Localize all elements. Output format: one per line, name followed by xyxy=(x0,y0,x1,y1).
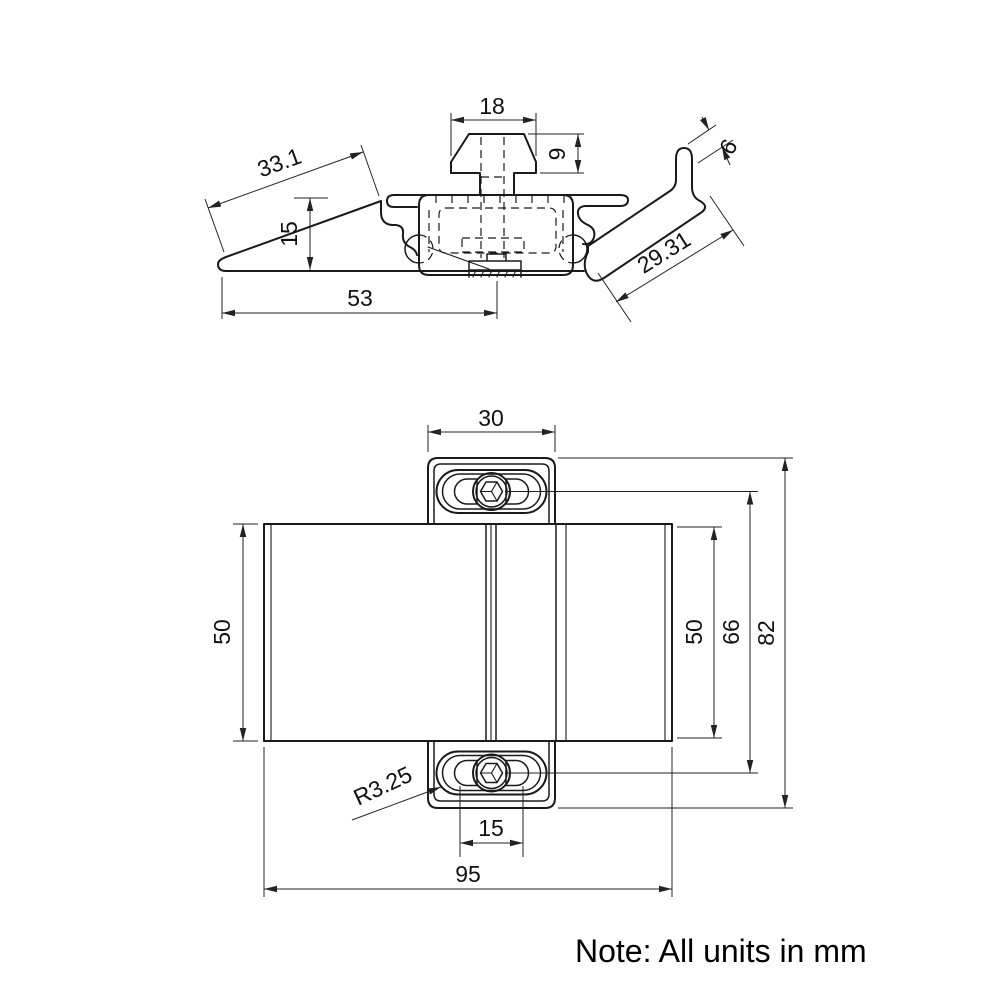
dim-tab-width: 30 xyxy=(427,405,556,452)
top-tab-inner xyxy=(433,463,550,525)
dimension-line xyxy=(721,146,731,166)
dim-label: 15 xyxy=(478,815,504,841)
dimension-line xyxy=(615,229,734,303)
dim-label: 50 xyxy=(209,619,235,645)
hidden-lines xyxy=(418,137,574,264)
top-tab-outline xyxy=(427,457,556,525)
left-pin xyxy=(404,234,420,264)
top-slot-inner xyxy=(441,473,542,510)
leader-line xyxy=(351,786,442,821)
dim-knob-height: 9 xyxy=(528,133,584,174)
bottom-tab-inner xyxy=(433,740,550,802)
bottom-screw-hex-spokes xyxy=(479,762,498,784)
latch-body-outline xyxy=(418,194,574,276)
top-flange xyxy=(386,194,629,246)
dim-screw-spacing: 66 xyxy=(505,491,758,774)
extension-line xyxy=(233,523,258,742)
dim-overall-height: 82 xyxy=(558,457,793,809)
bottom-tab-hatch xyxy=(472,269,517,278)
dim-label: 66 xyxy=(718,619,744,645)
front-view xyxy=(263,457,673,809)
top-slot-outer xyxy=(435,469,548,514)
extension-line xyxy=(528,133,584,174)
dim-overall-width: 95 xyxy=(263,747,673,897)
dim-label: 18 xyxy=(479,93,505,119)
dim-label: 53 xyxy=(347,285,373,311)
dimension-line xyxy=(207,151,364,209)
top-screw-hex-socket xyxy=(479,481,504,502)
dim-body-height-right: 50 xyxy=(677,526,722,739)
dimension-line xyxy=(699,116,710,131)
right-pin xyxy=(572,234,588,264)
bottom-slot-outer xyxy=(435,750,548,796)
hidden-cavity xyxy=(438,207,557,254)
dim-label: 29.31 xyxy=(632,226,695,279)
dim-label: 50 xyxy=(681,619,707,645)
top-slot-opening-left xyxy=(453,478,478,505)
dim-label: 82 xyxy=(753,620,779,646)
bottom-tab-outline xyxy=(427,740,556,809)
dim-label: 30 xyxy=(478,405,504,431)
top-screw-hex-spokes xyxy=(479,481,498,502)
right-arm xyxy=(583,147,706,282)
dim-arm-height: 15 xyxy=(276,197,328,270)
bottom-slot-opening-left xyxy=(453,759,478,787)
dim-label: R3.25 xyxy=(349,761,416,811)
top-slot-opening-right xyxy=(505,478,530,505)
extension-line xyxy=(505,491,758,774)
body-outline xyxy=(263,523,673,742)
extension-line xyxy=(687,124,734,164)
extension-line xyxy=(263,747,673,897)
units-note: Note: All units in mm xyxy=(575,933,867,969)
dim-knob-width: 18 xyxy=(450,93,537,156)
dim-base-length: 53 xyxy=(221,277,498,319)
left-arm-hook xyxy=(380,200,418,256)
internal-line xyxy=(427,246,490,270)
dim-label: 6 xyxy=(714,134,743,159)
dim-slot-length: 15 xyxy=(459,786,524,857)
side-profile-view xyxy=(217,133,706,282)
dim-label: 9 xyxy=(544,148,570,161)
hidden-detail xyxy=(461,237,525,253)
dim-label: 15 xyxy=(276,221,302,247)
bottom-slot-opening-right xyxy=(505,759,530,787)
left-arm-blade xyxy=(217,200,585,272)
hidden-ticks xyxy=(435,196,565,203)
bottom-screw-hex-socket xyxy=(479,762,504,784)
dim-body-height-left: 50 xyxy=(209,523,258,742)
dim-label: 95 xyxy=(455,861,481,887)
dim-right-arm-length: 29.31 xyxy=(597,195,745,323)
right-pin-hidden xyxy=(558,234,574,264)
knob-outline xyxy=(450,133,537,196)
dim-hook-width: 6 xyxy=(687,116,743,166)
extension-line xyxy=(597,195,745,323)
bottom-tab xyxy=(468,253,522,278)
extension-line xyxy=(558,457,793,809)
dim-label: 33.1 xyxy=(254,143,305,183)
left-pin-hidden xyxy=(418,234,434,264)
